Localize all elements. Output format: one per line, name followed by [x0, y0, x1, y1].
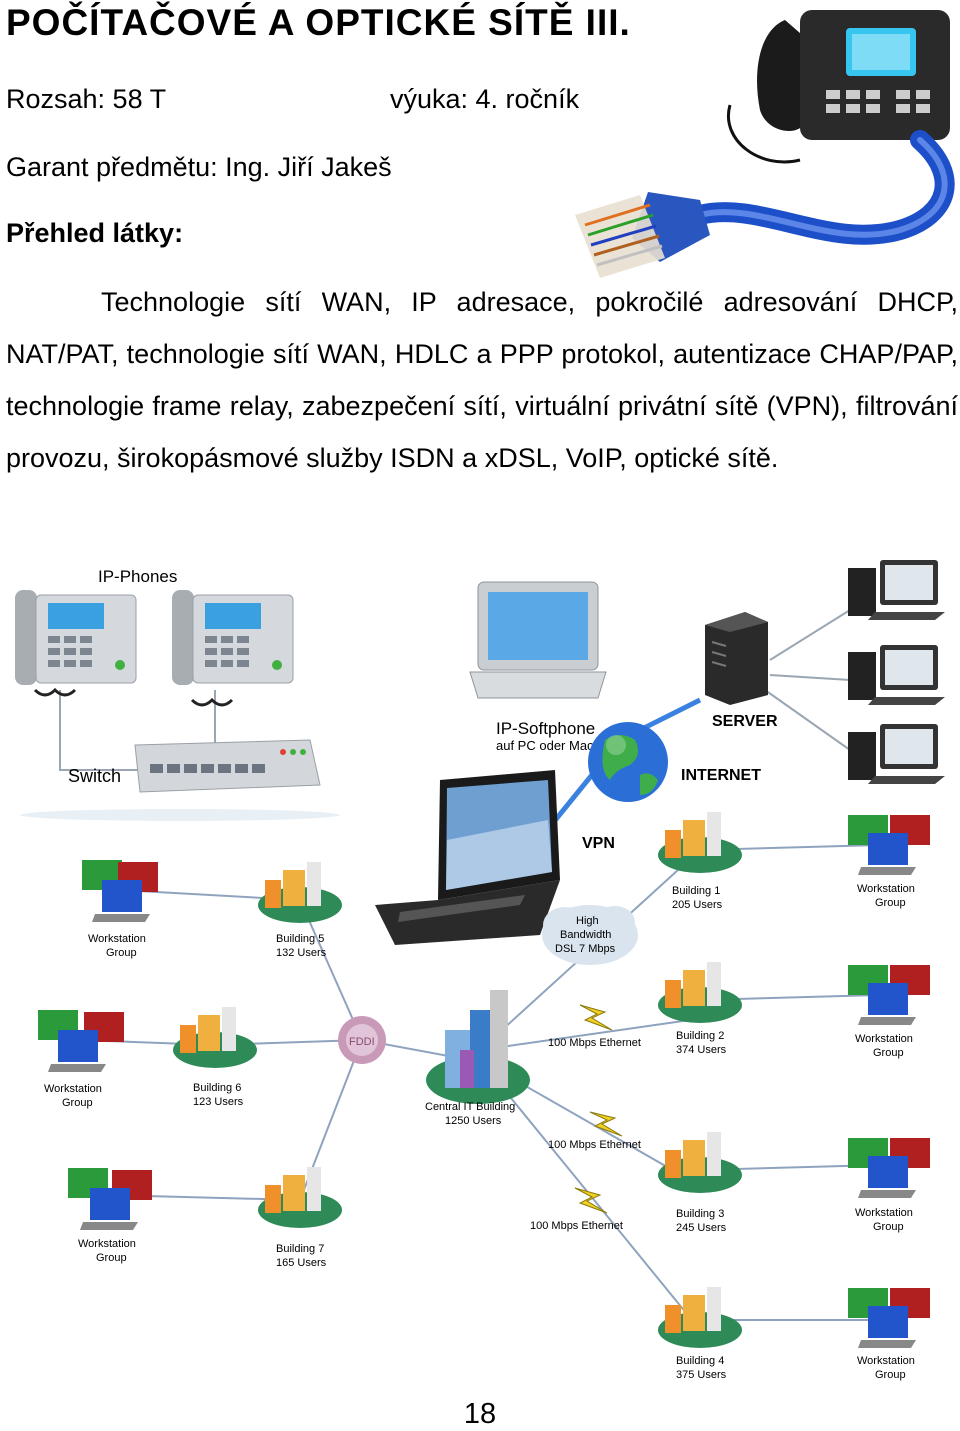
ethernet-label-1: 100 Mbps Ethernet — [548, 1037, 641, 1049]
building-label: Building 6 — [193, 1082, 241, 1094]
workstation-label: Workstation — [855, 1033, 913, 1045]
workstation-group-icon — [848, 1138, 930, 1198]
central-label-2: 1250 Users — [445, 1115, 502, 1127]
scope-text: Rozsah: 58 T — [6, 84, 167, 114]
server-label: SERVER — [712, 713, 778, 730]
year-text: výuka: 4. ročník — [390, 84, 580, 114]
globe-icon — [588, 722, 668, 802]
desktop-computer-icon — [848, 560, 945, 620]
workstation-sublabel: Group — [873, 1047, 904, 1059]
workstation-label: Workstation — [855, 1207, 913, 1219]
building-users: 132 Users — [276, 947, 327, 959]
central-building-icon — [426, 990, 530, 1104]
server-icon — [705, 612, 768, 705]
internet-label: INTERNET — [681, 767, 761, 784]
desktop-computer-icon — [848, 645, 945, 705]
workstation-group-icon — [68, 1168, 152, 1230]
softphone-sublabel: auf PC oder Mac — [496, 738, 594, 753]
workstation-sublabel: Group — [106, 947, 137, 959]
building-users: 374 Users — [676, 1044, 727, 1056]
building-label: Building 4 — [676, 1355, 724, 1367]
workstation-sublabel: Group — [873, 1221, 904, 1233]
ethernet-cable-icon — [575, 130, 955, 278]
desk-phone-icon — [727, 10, 950, 164]
building-label: Building 2 — [676, 1030, 724, 1042]
workstation-label: Workstation — [78, 1238, 136, 1250]
workstation-group-icon — [38, 1010, 124, 1072]
ethernet-label-2: 100 Mbps Ethernet — [548, 1139, 641, 1151]
workstation-label: Workstation — [88, 933, 146, 945]
workstation-group-icon — [82, 860, 158, 922]
building-icon — [658, 962, 742, 1023]
ethernet-label-3: 100 Mbps Ethernet — [530, 1220, 623, 1232]
softphone-label: IP-Softphone — [496, 719, 595, 738]
switch-icon — [20, 739, 340, 821]
fddi-label: FDDI — [349, 1036, 375, 1048]
building-label: Building 1 — [672, 885, 720, 897]
bandwidth-label-3: DSL 7 Mbps — [555, 943, 616, 955]
building-label: Building 3 — [676, 1208, 724, 1220]
building-icon — [173, 1007, 257, 1068]
building-users: 165 Users — [276, 1257, 327, 1269]
building-users: 375 Users — [676, 1369, 727, 1381]
building-label: Building 7 — [276, 1243, 324, 1255]
building-icon — [658, 1132, 742, 1193]
ip-phones-label: IP-Phones — [98, 567, 177, 586]
laptop-icon — [469, 581, 607, 699]
building-icon — [258, 862, 342, 923]
fddi-ring-icon — [338, 1016, 386, 1064]
workstation-label: Workstation — [857, 1355, 915, 1367]
cloud-icon — [542, 905, 638, 965]
workstation-sublabel: Group — [62, 1097, 93, 1109]
bandwidth-label-1: High — [576, 915, 599, 927]
laptop-icon — [375, 770, 560, 945]
workstation-label: Workstation — [44, 1083, 102, 1095]
bandwidth-label-2: Bandwidth — [560, 929, 611, 941]
building-users: 123 Users — [193, 1096, 244, 1108]
central-label-1: Central IT Building — [425, 1101, 515, 1113]
ethernet-bolt-icons — [574, 1004, 623, 1214]
building-icon — [658, 1287, 742, 1348]
ip-phone-icon — [15, 590, 137, 697]
workstation-group-icon — [848, 1288, 930, 1348]
building-users: 205 Users — [672, 899, 723, 911]
workstation-group-icon — [848, 815, 930, 875]
workstation-group-icon — [848, 965, 930, 1025]
workstation-sublabel: Group — [875, 1369, 906, 1381]
ip-phone-icon — [172, 590, 294, 707]
building-icon — [258, 1167, 342, 1228]
workstation-sublabel: Group — [875, 897, 906, 909]
workstation-sublabel: Group — [96, 1252, 127, 1264]
workstation-label: Workstation — [857, 883, 915, 895]
page-number: 18 — [463, 1398, 497, 1430]
page-title: POČÍTAČOVÉ A OPTICKÉ SÍTĚ III. — [6, 2, 631, 43]
connection-lines — [59, 609, 851, 771]
overview-paragraph: Technologie sítí WAN, IP adresace, pokro… — [6, 287, 958, 473]
vpn-label: VPN — [582, 835, 615, 852]
desktop-computer-icon — [848, 724, 945, 784]
overview-heading: Přehled látky: — [6, 218, 184, 248]
building-users: 245 Users — [676, 1222, 727, 1234]
guarantor-text: Garant předmětu: Ing. Jiří Jakeš — [6, 152, 392, 182]
switch-label: Switch — [68, 766, 121, 786]
building-label: Building 5 — [276, 933, 324, 945]
building-icon — [658, 812, 742, 873]
